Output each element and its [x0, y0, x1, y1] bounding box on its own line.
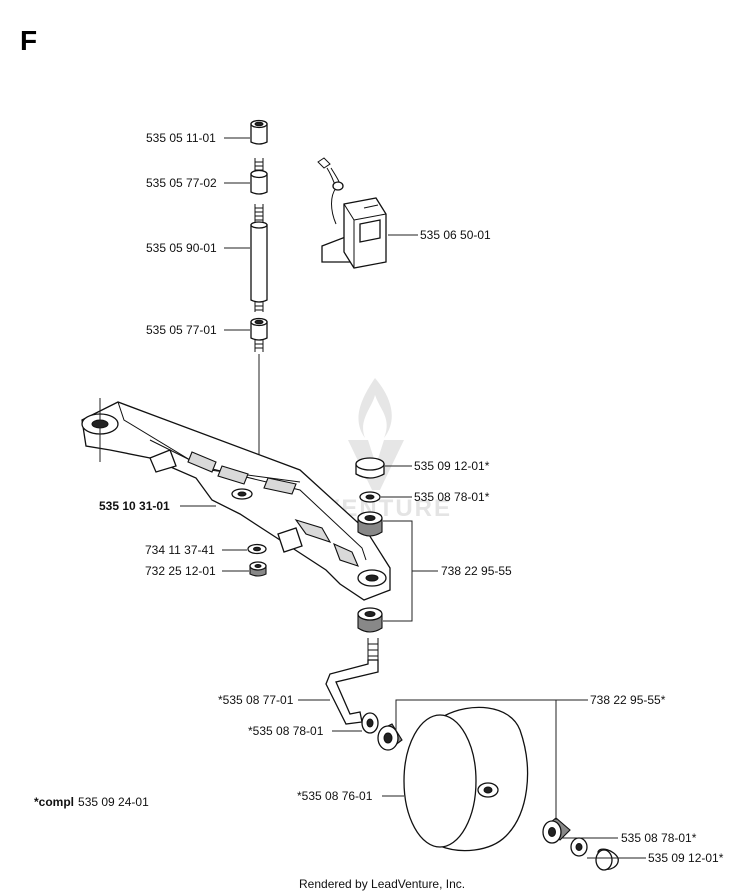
label-535-08-78-01-outer: 535 08 78-01*	[621, 831, 697, 845]
compl-note: *compl 535 09 24-01	[34, 795, 149, 809]
label-535-05-77-02: 535 05 77-02	[146, 176, 217, 190]
label-738-22-95-55: 738 22 95-55	[441, 564, 512, 578]
leader-lines	[180, 137, 646, 859]
bearing-top	[357, 511, 383, 537]
frame-arm	[81, 398, 391, 601]
spacer-top	[250, 119, 268, 145]
compl-prefix: *compl	[34, 795, 74, 809]
bearing-axle	[377, 723, 403, 751]
label-535-06-50-01: 535 06 50-01	[420, 228, 491, 242]
footer-credit: Rendered by LeadVenture, Inc.	[299, 877, 465, 891]
cap	[355, 457, 385, 479]
bearing-outer	[542, 817, 571, 844]
label-535-05-11-01: 535 05 11-01	[146, 131, 216, 145]
cap-outer	[595, 848, 619, 871]
axle	[325, 638, 379, 725]
compl-number: 535 09 24-01	[78, 795, 149, 809]
label-535-08-78-01-top: 535 08 78-01*	[414, 490, 490, 504]
label-535-09-12-01-top: 535 09 12-01*	[414, 459, 490, 473]
label-535-09-12-01-outer: 535 09 12-01*	[648, 851, 724, 865]
bearing-bottom	[357, 607, 383, 633]
wheel	[403, 706, 529, 852]
spacer-lower	[250, 317, 268, 352]
washer-outer	[570, 837, 588, 857]
spacer-upper	[250, 158, 268, 195]
sensor-assembly	[317, 157, 387, 269]
label-535-08-76-01: *535 08 76-01	[297, 789, 373, 803]
label-535-10-31-01: 535 10 31-01	[99, 499, 170, 513]
washer-left	[247, 543, 267, 555]
label-535-05-77-01: 535 05 77-01	[146, 323, 217, 337]
label-535-08-77-01: *535 08 77-01	[218, 693, 294, 707]
label-734-11-37-41: 734 11 37-41	[145, 543, 215, 557]
section-letter: F	[20, 25, 37, 56]
spindle-shaft	[250, 204, 268, 312]
label-535-05-90-01: 535 05 90-01	[146, 241, 217, 255]
label-738-22-95-55-star: 738 22 95-55*	[590, 693, 666, 707]
washer-top	[359, 491, 381, 503]
washer-axle	[361, 712, 379, 734]
label-732-25-12-01: 732 25 12-01	[145, 564, 216, 578]
label-535-08-78-01-axle: *535 08 78-01	[248, 724, 324, 738]
nut-left	[249, 561, 267, 577]
